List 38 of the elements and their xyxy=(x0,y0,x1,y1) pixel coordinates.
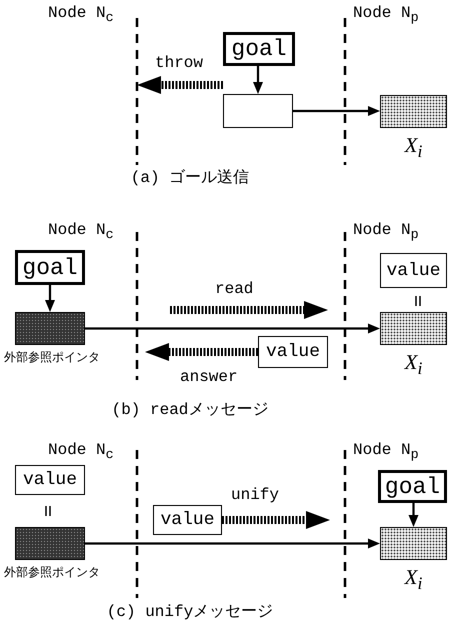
value-box: value xyxy=(153,505,222,535)
goal-box: goal xyxy=(378,470,447,503)
arrow xyxy=(222,511,330,529)
value-box: value xyxy=(258,336,328,368)
message-label: read xyxy=(215,281,254,299)
variable-box xyxy=(380,95,447,128)
node-caption: 外部参照ポインタ xyxy=(4,351,100,364)
arrow xyxy=(85,538,380,548)
figure-caption: (c) unifyメッセージ xyxy=(106,604,274,622)
node-caption: X$_{i}$ xyxy=(404,134,422,162)
arrow xyxy=(45,285,55,312)
arrow xyxy=(408,503,418,527)
arrow xyxy=(85,324,380,334)
goal-box: goal xyxy=(15,250,85,285)
node-caption: 外部参照ポインタ xyxy=(4,566,100,580)
node-name: Node N$_{p}$ xyxy=(353,222,419,244)
node-caption: X$_{i}$ xyxy=(404,566,422,594)
variable-box xyxy=(380,527,447,560)
variable-box xyxy=(380,312,447,345)
node-name: Node N$_{p}$ xyxy=(353,5,419,27)
node-name: Node N$_{c}$ xyxy=(48,222,114,244)
node-caption: X$_{i}$ xyxy=(404,351,422,378)
edge-label: unify xyxy=(231,487,280,505)
node-name: Node N$_{c}$ xyxy=(48,442,114,464)
node-name: Node N$_{c}$ xyxy=(48,5,114,27)
figure-caption: (a) ゴール送信 xyxy=(130,170,250,188)
figure-caption: (b) readメッセージ xyxy=(112,402,268,420)
node-name: Node N$_{p}$ xyxy=(353,442,419,464)
pointer-box xyxy=(15,527,85,560)
arrow xyxy=(253,66,263,94)
message-label: throw xyxy=(155,55,204,73)
value-box: value xyxy=(380,253,447,288)
goal-box: goal xyxy=(223,32,295,66)
value-box: value xyxy=(15,465,85,495)
arrow xyxy=(145,343,258,361)
empty-box xyxy=(223,94,293,128)
arrow xyxy=(293,106,380,116)
pointer-box xyxy=(15,312,85,345)
